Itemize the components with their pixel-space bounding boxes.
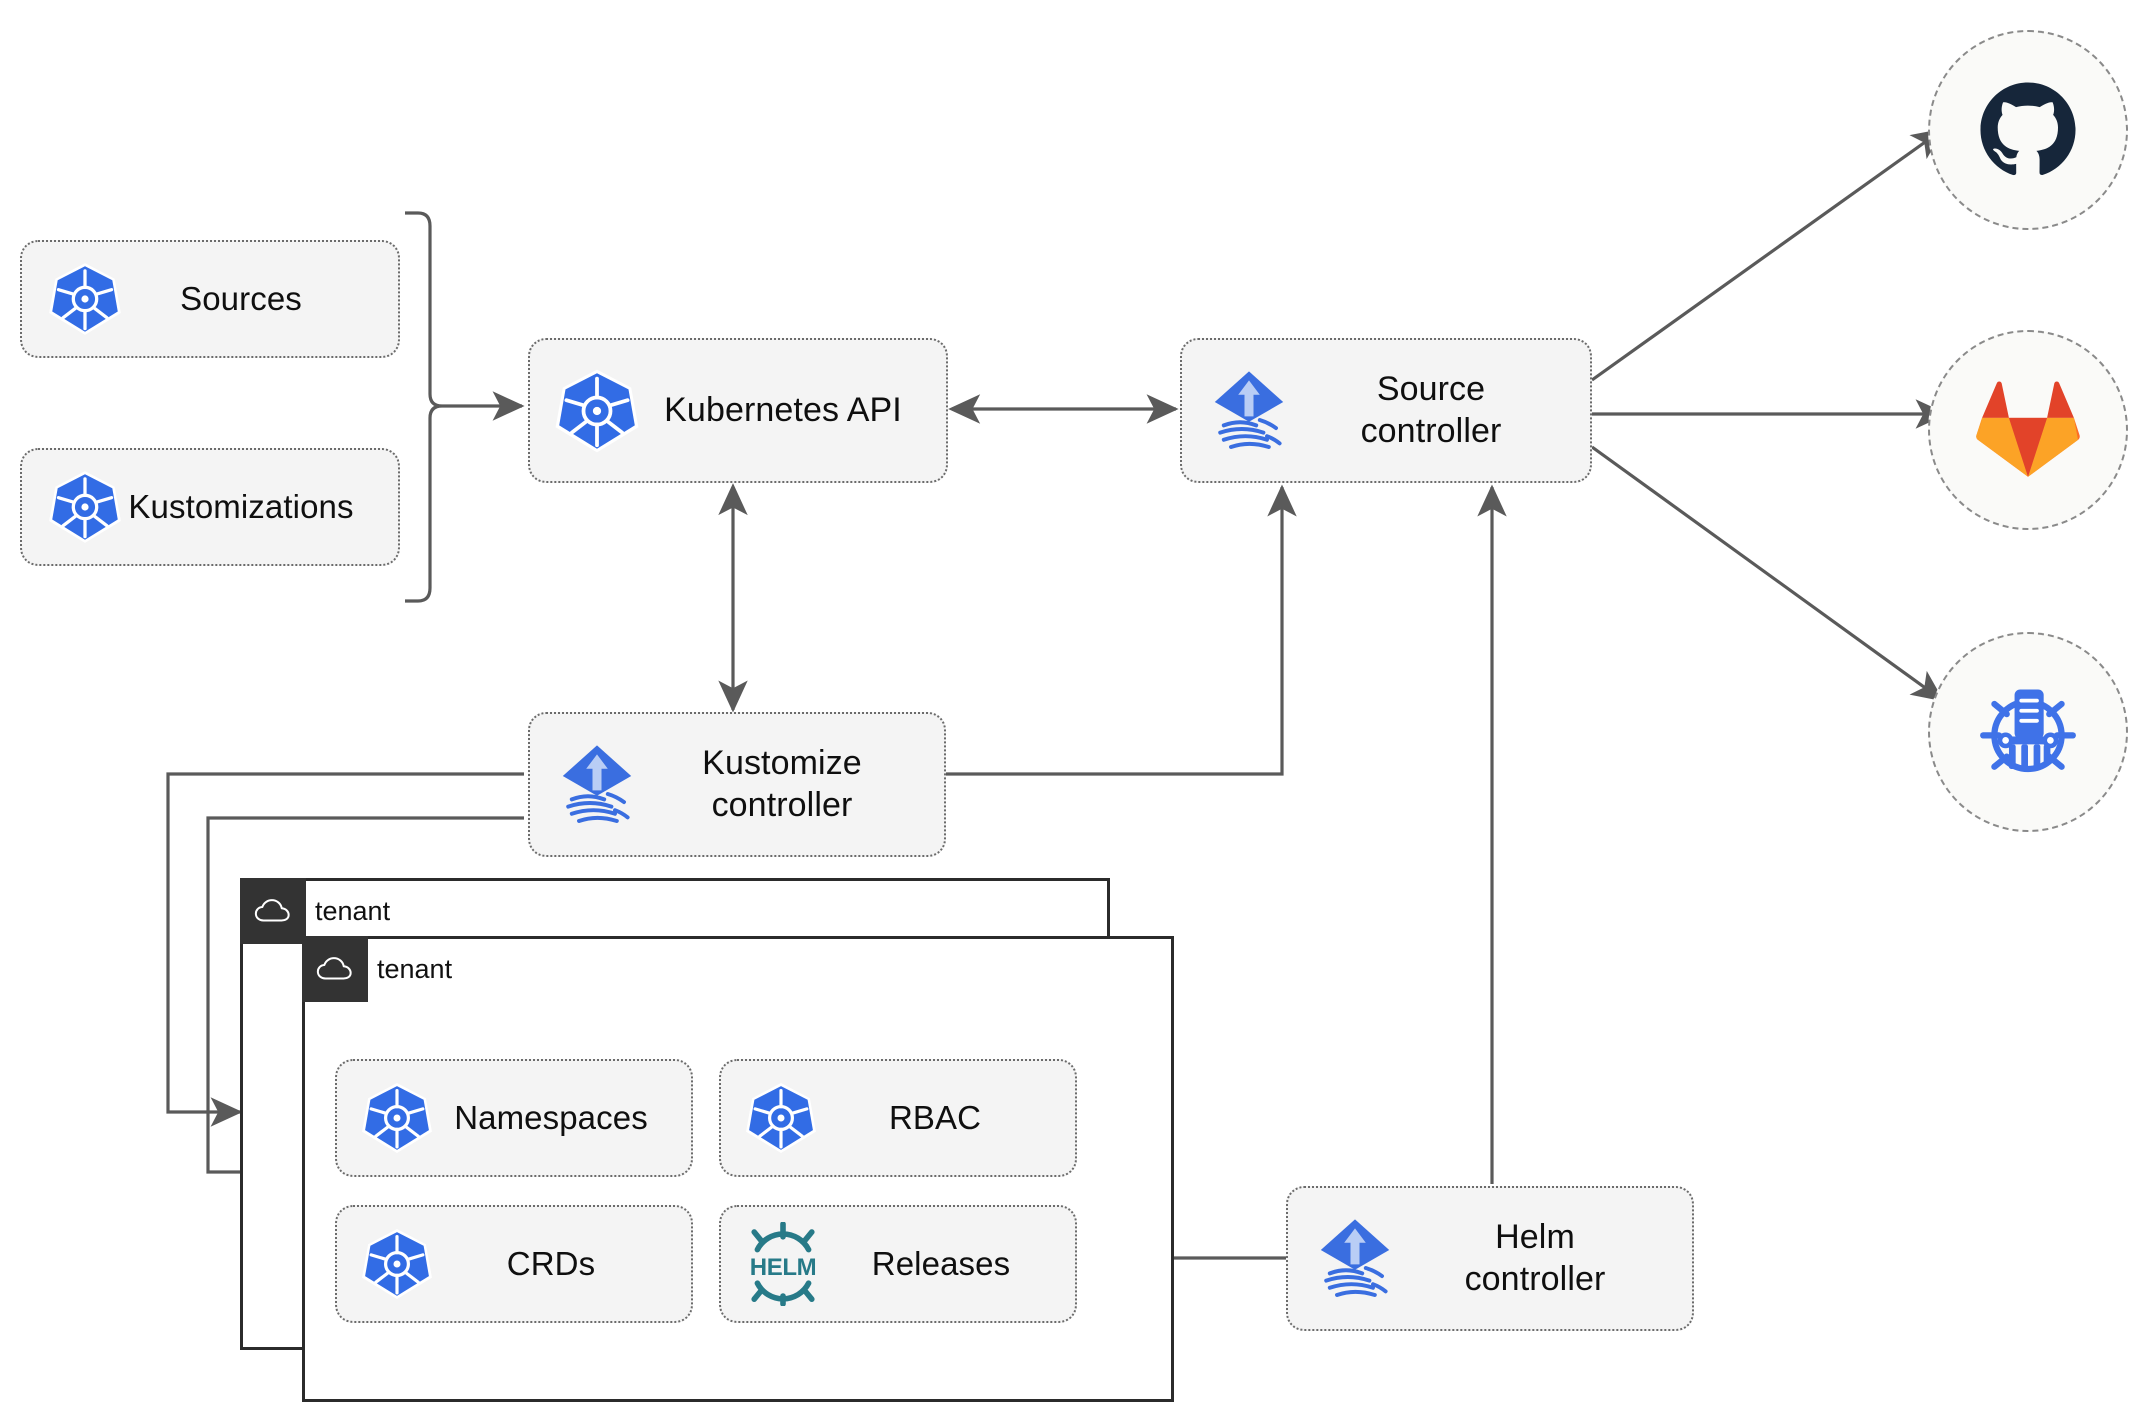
edge-kustomize-to-source-controller	[946, 484, 1297, 776]
svg-text:HELM: HELM	[750, 1254, 816, 1281]
component-source-controller[interactable]: Source controller	[1180, 338, 1592, 483]
edge-source-controller-to-github	[1591, 128, 1945, 382]
helm-icon: HELM	[735, 1222, 831, 1306]
resource-label: Kustomizations	[128, 487, 354, 525]
component-label: Kubernetes API	[664, 390, 902, 429]
helm-registry-icon	[1980, 689, 2076, 773]
provider-github[interactable]	[1928, 30, 2128, 230]
tenant-label: tenant	[315, 895, 391, 926]
cloud-icon	[302, 936, 368, 1002]
tenant-resource-label: Namespaces	[454, 1098, 648, 1136]
tenant-panel-front[interactable]: tenant	[302, 936, 1174, 1402]
github-icon	[1980, 82, 2076, 176]
component-kubernetes-api[interactable]: Kubernetes API	[528, 338, 948, 483]
cloud-icon	[240, 878, 306, 944]
provider-helm-repository[interactable]	[1928, 632, 2128, 832]
tenant-label: tenant	[377, 953, 453, 984]
resource-card-kustomizations[interactable]: Kustomizations	[20, 448, 400, 566]
kubernetes-icon	[46, 468, 124, 546]
tenant-resource-label: Releases	[871, 1244, 1011, 1282]
component-helm-controller[interactable]: Helm controller	[1286, 1186, 1694, 1331]
tenant-resource-namespaces[interactable]: Namespaces	[335, 1059, 693, 1177]
component-label: Source controller	[1360, 370, 1502, 450]
tenant-resource-label: CRDs	[506, 1244, 596, 1282]
tenant-resource-grid: Namespaces	[335, 1059, 1077, 1323]
edge-source-controller-to-helm-repo	[1591, 445, 1945, 702]
component-kustomize-controller[interactable]: Kustomize controller	[528, 712, 946, 857]
provider-gitlab[interactable]	[1928, 330, 2128, 530]
resource-label: Sources	[180, 279, 302, 317]
component-label: Kustomize controller	[702, 744, 862, 824]
tenant-resource-rbac[interactable]: RBAC	[719, 1059, 1077, 1177]
flux-icon	[1310, 1214, 1400, 1304]
component-label: Helm controller	[1464, 1218, 1606, 1298]
kubernetes-icon	[743, 1080, 819, 1156]
flux-icon	[1204, 366, 1294, 456]
kubernetes-icon	[359, 1226, 435, 1302]
flux-icon	[552, 740, 642, 830]
kubernetes-icon	[552, 366, 642, 456]
kubernetes-icon	[46, 260, 124, 338]
tenant-resource-label: RBAC	[888, 1098, 982, 1136]
tenant-resource-releases[interactable]: HELM Releases	[719, 1205, 1077, 1323]
gitlab-icon	[1976, 381, 2080, 477]
resource-card-sources[interactable]: Sources	[20, 240, 400, 358]
tenant-resource-crds[interactable]: CRDs	[335, 1205, 693, 1323]
kubernetes-icon	[359, 1080, 435, 1156]
edge-resources-bracket	[405, 211, 443, 603]
